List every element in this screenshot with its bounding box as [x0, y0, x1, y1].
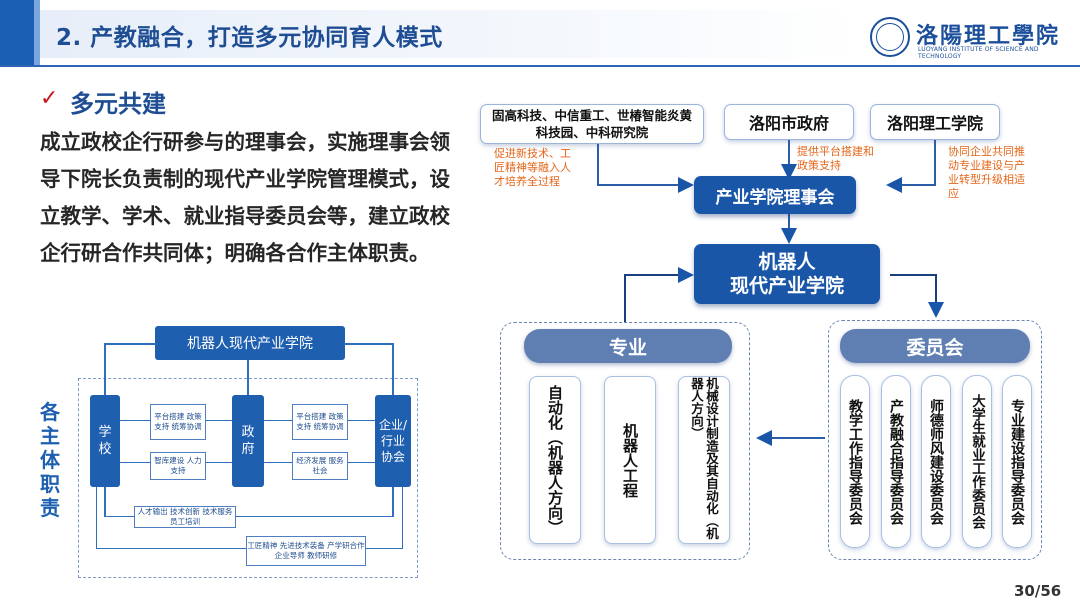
- header-accent: [0, 0, 34, 66]
- check-icon: ✓: [40, 86, 59, 111]
- note-government: 提供平台搭建和政策支持: [797, 145, 874, 172]
- university-seal-icon: [870, 17, 910, 57]
- connector: [402, 487, 403, 549]
- section-subheading: 多元共建: [70, 90, 166, 118]
- college-box: 机器人现代产业学院: [155, 326, 345, 360]
- connector: [104, 343, 156, 345]
- connector-majors: [624, 267, 694, 322]
- page-title: 2. 产教融合，打造多元协同育人模式: [56, 25, 443, 51]
- committees-frame: [828, 320, 1042, 560]
- committee-item: 专业建设指导委员会: [1002, 375, 1032, 548]
- majors-title: 专业: [524, 329, 732, 363]
- university-logo-name: 洛陽理工學院: [916, 23, 1061, 49]
- college-line-2: 现代产业学院: [729, 275, 844, 297]
- header-title-bar: [40, 10, 860, 58]
- college-main-box: 机器人 现代产业学院: [694, 244, 880, 304]
- header-divider: [0, 65, 1080, 67]
- major-item: 机械设计制造及其自动化（机器人方向）: [678, 376, 730, 544]
- page-number: 30/56: [1014, 582, 1062, 600]
- university-seal-inner-icon: [876, 23, 904, 51]
- committee-item: 教学工作指导委员会: [840, 375, 870, 548]
- majors-frame: [500, 322, 750, 560]
- connector: [96, 487, 97, 549]
- connector: [96, 548, 246, 549]
- note-left-top: 平台搭建 政策支持 统筹协调: [150, 404, 206, 440]
- connector: [104, 343, 106, 395]
- note-enterprises: 促进新技术、工匠精神等融入人才培养全过程: [494, 147, 571, 188]
- note-right-bottom: 经济发展 服务社会: [292, 452, 348, 480]
- government-box: 政府: [232, 395, 264, 487]
- enterprise-box: 企业/行业协会: [375, 395, 411, 487]
- connector-committees: [890, 274, 944, 318]
- school-box: 学校: [90, 395, 120, 487]
- committee-item: 产教融合指导委员会: [881, 375, 911, 548]
- header-accent-secondary: [34, 0, 40, 66]
- note-right-top: 平台搭建 政策支持 统筹协调: [292, 404, 348, 440]
- connector: [247, 360, 249, 396]
- note-bottom-1: 人才输出 技术创新 技术服务 员工培训: [134, 506, 236, 528]
- connector: [366, 548, 402, 549]
- committees-title: 委员会: [840, 329, 1030, 363]
- connector: [236, 516, 392, 517]
- committee-item: 大学生就业工作委员会: [962, 375, 992, 548]
- university-box: 洛阳理工学院: [870, 104, 1000, 140]
- major-item: 机器人工程: [604, 376, 656, 544]
- enterprises-box: 固高科技、中信重工、世椿智能炎黄科技园、中科研究院: [480, 104, 704, 144]
- connector: [344, 343, 394, 345]
- responsibilities-label: 各主体职责: [40, 400, 60, 520]
- note-university: 协同企业共同推动专业建设与产业转型升级相适应: [948, 145, 1025, 200]
- university-logo-english: LUOYANG INSTITUTE OF SCIENCE AND TECHNOL…: [918, 46, 1039, 60]
- note-bottom-2: 工匠精神 先进技术装备 产学研合作 企业导师 教师研修: [246, 536, 366, 566]
- connector: [104, 487, 106, 517]
- connector: [392, 343, 394, 395]
- college-line-1: 机器人: [758, 251, 816, 273]
- section-paragraph: 成立政校企行研参与的理事会，实施理事会领导下院长负责制的现代产业学院管理模式，设…: [40, 130, 450, 265]
- city-government-box: 洛阳市政府: [724, 104, 854, 140]
- committee-item: 师德师风建设委员会: [921, 375, 951, 548]
- connector-enterprises: [597, 144, 694, 193]
- note-left-bottom: 智库建设 人力支持: [150, 452, 206, 480]
- connector-university: [886, 140, 936, 193]
- major-item: 自动化（机器人方向）: [529, 376, 581, 544]
- right-connectors: [597, 140, 944, 446]
- council-box: 产业学院理事会: [694, 176, 856, 214]
- connector: [392, 487, 394, 517]
- connector: [104, 516, 134, 517]
